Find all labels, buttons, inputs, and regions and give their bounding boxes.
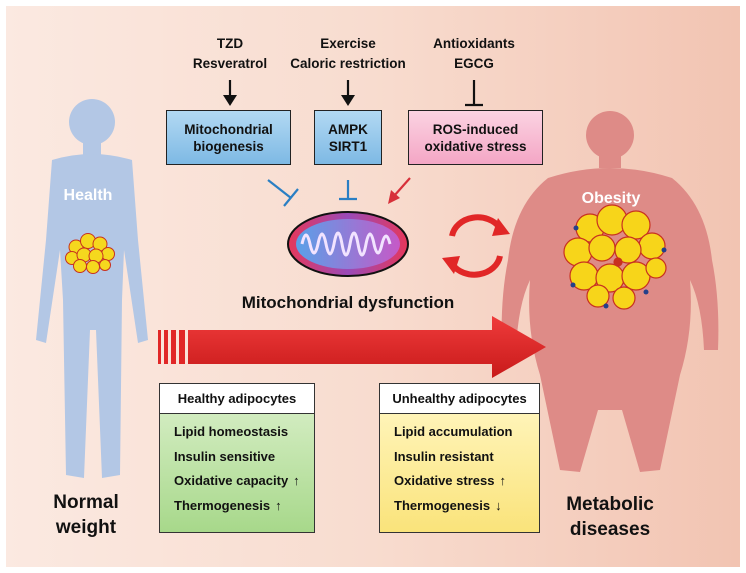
list-item: Oxidative capacity↑ bbox=[174, 473, 300, 488]
metabolic-diseases-label: Metabolic diseases bbox=[566, 494, 654, 540]
healthy-panel-title: Healthy adipocytes bbox=[160, 384, 314, 414]
unhealthy-panel-title: Unhealthy adipocytes bbox=[380, 384, 539, 414]
inducer-arrows bbox=[223, 80, 483, 107]
healthy-panel-bg bbox=[159, 413, 315, 533]
healthy-fat-cluster bbox=[65, 233, 115, 274]
list-item: Oxidative stress↑ bbox=[394, 473, 506, 488]
mitochondrial-dysfunction-label: Mitochondrial dysfunction bbox=[241, 293, 455, 312]
up-arrow-icon: ↑ bbox=[275, 497, 282, 513]
down-arrow-icon: ↓ bbox=[495, 497, 502, 513]
unhealthy-traits-list: Lipid accumulation Insulin resistant Oxi… bbox=[380, 414, 539, 518]
mitochondrion-graphic bbox=[287, 211, 409, 277]
unhealthy-panel-bg bbox=[379, 413, 540, 533]
list-item: Thermogenesis↑ bbox=[174, 497, 282, 513]
normal-weight-label: Normal weight bbox=[53, 492, 119, 538]
inhibition-arrows bbox=[267, 179, 357, 207]
up-arrow-icon: ↑ bbox=[499, 473, 506, 488]
list-item: Lipid homeostasis bbox=[174, 424, 289, 439]
list-item: Insulin sensitive bbox=[174, 448, 276, 464]
obese-fat-cluster bbox=[563, 204, 667, 310]
list-item: Insulin resistant bbox=[394, 448, 494, 464]
healthy-adipocytes-panel: Healthy adipocytes Lipid homeostasis Ins… bbox=[159, 383, 315, 533]
main-transition-arrow bbox=[158, 316, 546, 378]
ros-activation-arrow bbox=[388, 177, 411, 204]
vicious-cycle-arrows bbox=[449, 214, 503, 278]
unhealthy-adipocytes-panel: Unhealthy adipocytes Lipid accumulation … bbox=[379, 383, 540, 533]
obesity-label: Obesity bbox=[581, 190, 641, 207]
inducer-left-label: TZD Resveratrol bbox=[192, 36, 268, 71]
health-label: Health bbox=[63, 187, 113, 204]
up-arrow-icon: ↑ bbox=[293, 473, 300, 488]
inducer-middle-label: Exercise Caloric restriction bbox=[290, 36, 406, 71]
macrophage-dots bbox=[570, 225, 667, 309]
normal-weight-body bbox=[36, 99, 148, 478]
list-item: Thermogenesis↓ bbox=[394, 497, 502, 513]
healthy-traits-list: Lipid homeostasis Insulin sensitive Oxid… bbox=[160, 414, 314, 518]
list-item: Lipid accumulation bbox=[394, 424, 513, 439]
inducer-right-label: Antioxidants EGCG bbox=[433, 36, 515, 71]
